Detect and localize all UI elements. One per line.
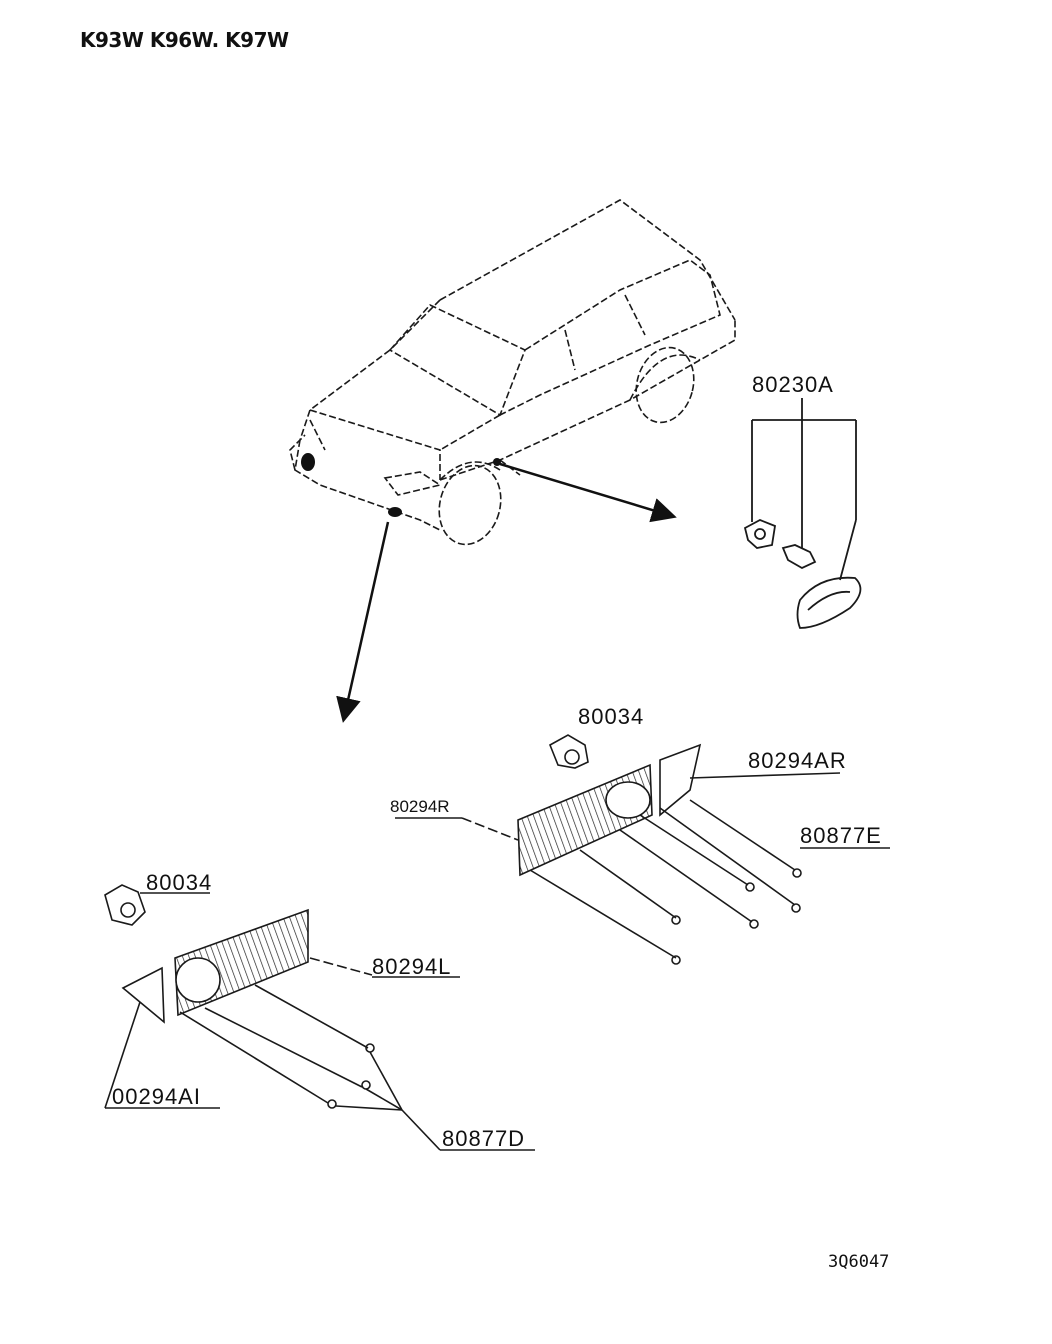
callout-80877E[interactable]: 80877E — [800, 823, 882, 848]
callout-80294L[interactable]: 80294L — [372, 954, 452, 979]
vehicle-fog-marker — [388, 507, 402, 517]
callout-80877D[interactable]: 80877D — [442, 1126, 526, 1151]
vehicle-illustration — [289, 199, 736, 546]
left-fog-assembly — [104, 884, 535, 1151]
callout-80294R[interactable]: 80294R — [390, 797, 450, 816]
model-code: K93W K96W. K97W — [80, 28, 289, 52]
callout-80034-left[interactable]: 80034 — [146, 870, 213, 895]
vehicle-headlight-marker — [301, 453, 315, 471]
callout-00294AI[interactable]: 00294AI — [112, 1084, 201, 1109]
right-fog-assembly — [395, 734, 890, 965]
figure-code: 3Q6047 — [828, 1252, 890, 1272]
callout-80294AR[interactable]: 80294AR — [748, 748, 847, 773]
callout-80230A[interactable]: 80230A — [752, 372, 834, 397]
callout-80034-right[interactable]: 80034 — [578, 704, 645, 729]
vehicle-side-marker-dot — [493, 458, 501, 466]
pointer-arrows — [336, 462, 677, 723]
side-marker-assembly — [743, 398, 862, 629]
